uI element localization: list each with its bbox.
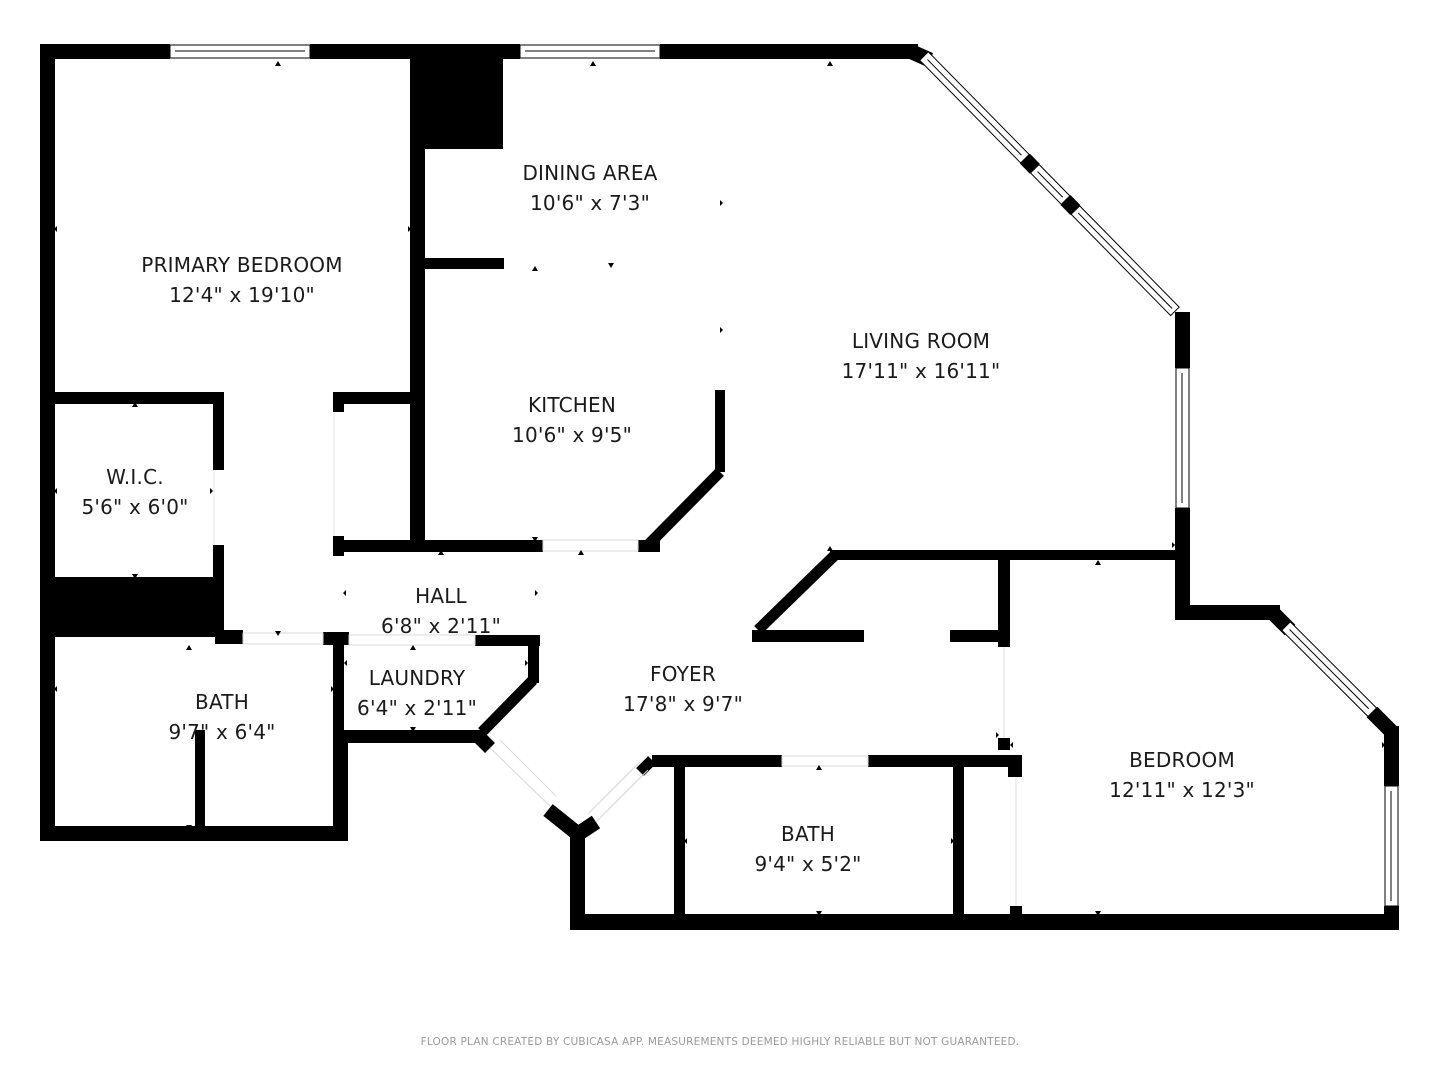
room-dimensions: 12'4" x 19'10"	[169, 283, 315, 307]
room-name: BEDROOM	[1129, 748, 1235, 772]
room-label-hall: HALL 6'8" x 2'11"	[381, 581, 501, 641]
room-label-dining-area: DINING AREA 10'6" x 7'3"	[522, 158, 657, 218]
room-name: LIVING ROOM	[851, 329, 991, 353]
room-name: BATH	[781, 822, 835, 846]
room-name: DINING AREA	[522, 161, 658, 185]
room-dimensions: 17'11" x 16'11"	[841, 359, 1001, 383]
room-label-living-room: LIVING ROOM 17'11" x 16'11"	[842, 326, 1001, 386]
room-dimensions: 9'4" x 5'2"	[754, 852, 862, 876]
room-label-bath-primary: BATH 9'7" x 6'4"	[168, 687, 275, 747]
room-name: LAUNDRY	[368, 666, 466, 690]
measurement-markers	[54, 61, 1385, 916]
room-dimensions: 12'11" x 12'3"	[1109, 778, 1255, 802]
door-openings	[213, 412, 1017, 906]
room-name: W.I.C.	[106, 465, 164, 489]
room-dimensions: 9'7" x 6'4"	[168, 720, 276, 744]
room-name: PRIMARY BEDROOM	[141, 253, 343, 277]
room-name: KITCHEN	[527, 393, 617, 417]
room-dimensions: 17'8" x 9'7"	[623, 692, 743, 716]
room-dimensions: 10'6" x 9'5"	[512, 423, 632, 447]
room-name: FOYER	[650, 662, 716, 686]
room-dimensions: 5'6" x 6'0"	[81, 495, 189, 519]
room-label-foyer: FOYER 17'8" x 9'7"	[623, 659, 743, 719]
room-label-kitchen: KITCHEN 10'6" x 9'5"	[512, 390, 632, 450]
room-label-bath-secondary: BATH 9'4" x 5'2"	[754, 819, 861, 879]
windows	[169, 44, 1399, 907]
room-name: HALL	[415, 584, 467, 608]
room-dimensions: 10'6" x 7'3"	[530, 191, 650, 215]
room-label-laundry: LAUNDRY 6'4" x 2'11"	[357, 663, 477, 723]
room-dimensions: 6'4" x 2'11"	[357, 696, 477, 720]
room-label-primary-bedroom: PRIMARY BEDROOM 12'4" x 19'10"	[141, 250, 342, 310]
interior-walls	[40, 52, 1190, 926]
room-dimensions: 6'8" x 2'11"	[381, 614, 501, 638]
room-label-bedroom: BEDROOM 12'11" x 12'3"	[1109, 745, 1255, 805]
exterior-walls	[40, 44, 1399, 930]
room-label-wic: W.I.C. 5'6" x 6'0"	[81, 462, 188, 522]
room-name: BATH	[195, 690, 249, 714]
disclaimer-footer: FLOOR PLAN CREATED BY CUBICASA APP. MEAS…	[420, 1036, 1020, 1048]
